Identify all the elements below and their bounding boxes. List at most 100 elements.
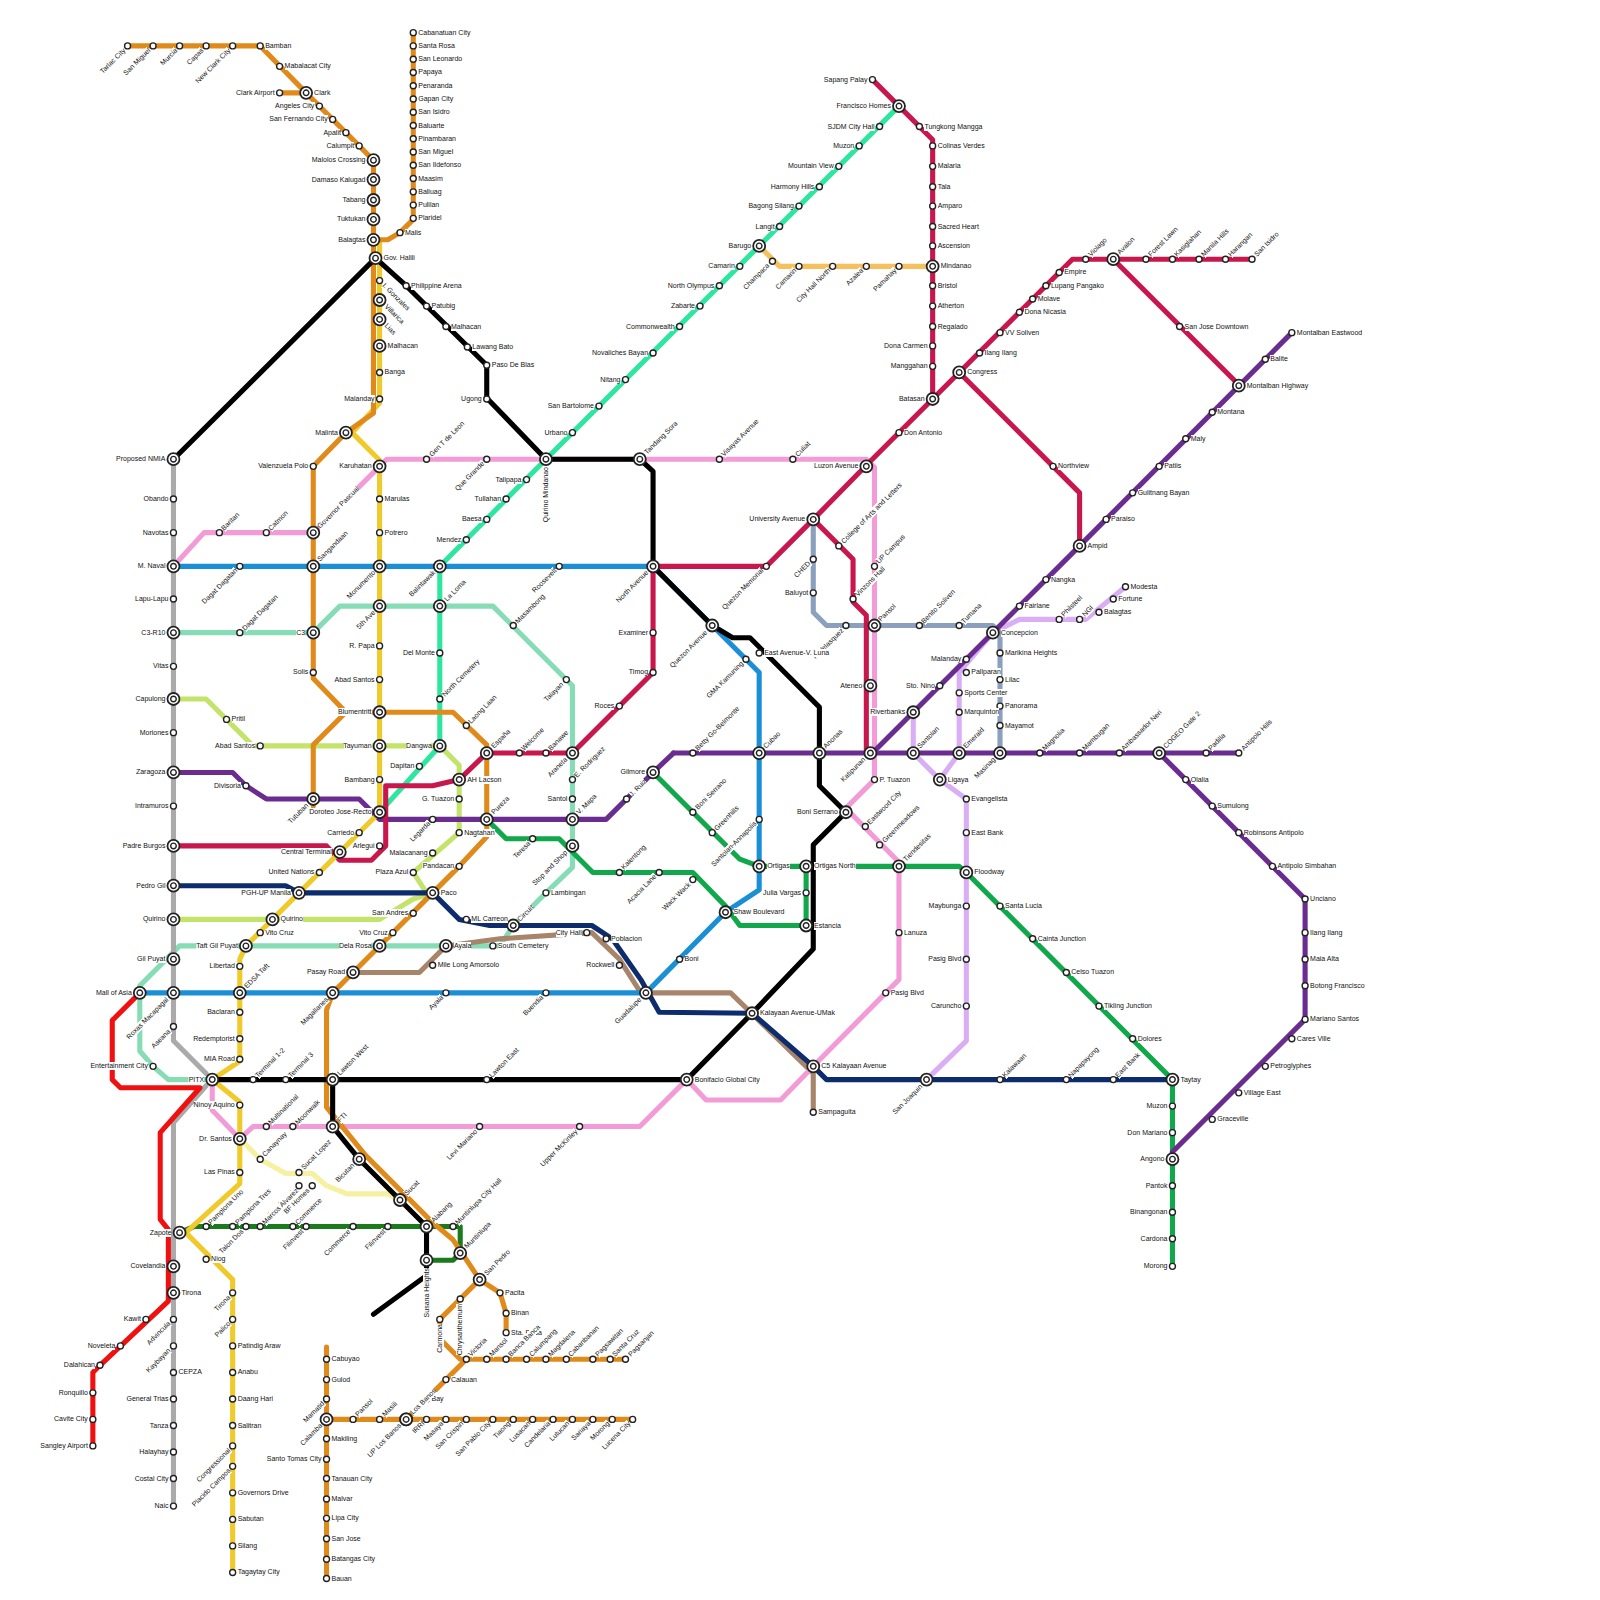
station-label: Lawton East — [484, 1046, 520, 1082]
station-label: Dr. Santos — [199, 1135, 240, 1143]
station-label: Entertainment City — [90, 1062, 153, 1070]
station-label: Gov. Halili — [376, 254, 415, 262]
station-label: Vito Cruz — [260, 929, 294, 937]
station-label: Kalawaan — [997, 1051, 1028, 1082]
station-label: Alabang — [424, 1200, 453, 1229]
station-label: Batangas City — [327, 1555, 376, 1563]
station-label: Julia Vargas — [763, 889, 806, 897]
station-label: Mountain View — [788, 162, 839, 170]
station-label: Navotas — [143, 529, 174, 537]
station-label: Sumulong — [1212, 802, 1249, 810]
rail-line — [128, 46, 507, 1333]
station-label: Taytay — [1172, 1076, 1200, 1084]
station-label: Sucat — [397, 1179, 421, 1203]
station-label: GMA Kamuning — [705, 656, 749, 700]
rail-line — [1159, 753, 1305, 1152]
station-label: Betty Go-Belmonte — [690, 705, 741, 756]
station-label: Mambugan — [1077, 722, 1111, 756]
station-label: Las Pinas — [204, 1168, 240, 1176]
rail-line — [173, 886, 1172, 1080]
station-label: Quirino — [143, 915, 174, 923]
station-label: Dona Carmen — [884, 342, 933, 350]
station-label: Binan — [506, 1309, 529, 1317]
station-label: Apalit — [323, 129, 346, 137]
station-label: Batasan — [899, 395, 933, 403]
station-label: Pasay Road — [307, 968, 353, 976]
station-label: Cares Ville — [1292, 1035, 1331, 1043]
station-label: EDSA Taft — [237, 962, 271, 996]
station-label: Paco — [433, 889, 457, 897]
station-label: Greenhills — [709, 804, 740, 835]
station-label: Ayala — [446, 942, 471, 950]
station-label: Pantok — [1146, 1182, 1173, 1190]
station-label: Abad Santos — [334, 676, 379, 684]
station-label: Riverbanks — [870, 708, 913, 716]
station-label: Benito Soliven — [917, 587, 958, 628]
station-label: Aseana — [150, 1024, 176, 1050]
station-label: Ligaya — [940, 776, 969, 784]
station-label: Gen T de Leon — [424, 420, 466, 462]
station-label: Quirino — [272, 915, 303, 923]
station-label: Calamba — [298, 1417, 329, 1448]
station-label: Que Grande — [453, 456, 489, 492]
station-label: J. Ruiz — [624, 777, 648, 801]
station-label: Advincula — [146, 1317, 177, 1348]
station-label: Tungkong Mangga — [919, 123, 982, 131]
station-label: Sucat Lopez — [296, 1139, 333, 1176]
station-label: Lawton West — [330, 1043, 370, 1083]
station-label: Dela Rosa — [339, 942, 380, 950]
station-label: Ninoy Aquino — [194, 1101, 240, 1109]
station-label: North Olympus — [668, 282, 720, 290]
station-label: FTI — [330, 1111, 349, 1130]
station-label: Santa Lucia — [1000, 902, 1042, 910]
station-label: Nitang — [600, 376, 625, 384]
station-label: Malolos Crossing — [312, 156, 374, 164]
station-label: R. Papa — [349, 642, 379, 650]
station-label: Floodway — [966, 868, 1004, 876]
station-label: Estancia — [806, 922, 841, 930]
station-label: General Trias — [126, 1395, 173, 1403]
station-label: South Cemetery — [493, 942, 549, 950]
station-label: CHED — [793, 556, 816, 579]
station-label: Canaynay — [257, 1131, 288, 1162]
station-label: Don Antonio — [899, 429, 942, 437]
station-label: Intramuros — [135, 802, 173, 810]
station-label: Carriedo — [327, 829, 359, 837]
station-label: V. Mapa — [570, 793, 599, 822]
station-label: Ortigas — [759, 862, 790, 870]
station-label: CEPZA — [173, 1368, 201, 1376]
station-label: Baluarte — [413, 122, 444, 130]
station-label: Ilang Ilang — [980, 349, 1017, 357]
station-label: C3-R10 — [141, 629, 173, 637]
station-label: Taft Gil Puyat — [196, 942, 246, 950]
station-label: Don Mariano — [1127, 1129, 1172, 1137]
rail-line — [186, 1080, 240, 1573]
station-label: Talayan — [543, 677, 569, 703]
station-label: Clark Airport — [236, 89, 280, 97]
rail-line — [173, 258, 845, 1079]
station-label: SJDM City Hall — [828, 123, 880, 131]
station-label: Azalea — [845, 263, 869, 287]
station-label: Pinambaran — [413, 135, 456, 143]
station-label: University Avenue — [749, 515, 813, 523]
rail-line — [653, 772, 1172, 1266]
station-label: Cainta Junction — [1033, 935, 1086, 943]
station-label: Bicutan — [334, 1156, 362, 1184]
rail-line — [93, 993, 200, 1446]
station-label: Quezon Avenue — [669, 623, 715, 669]
station-label: Pallparan — [966, 668, 1001, 676]
station-label: Vito Cruz — [359, 929, 393, 937]
station-label: Congress — [959, 368, 997, 376]
station-label: Paso De Blas — [487, 361, 534, 369]
station-label: Circuit — [510, 903, 535, 928]
station-label: East Bank — [966, 829, 1003, 837]
station-label: Empire — [1059, 268, 1086, 276]
station-label: NGI — [1077, 604, 1095, 622]
station-label: Concepcion — [993, 629, 1038, 637]
station-label: Maasim — [413, 175, 443, 183]
station-label: Malacanang — [390, 849, 433, 857]
station-label: Redemptorist — [193, 1035, 240, 1043]
station-label: Gapan City — [413, 95, 453, 103]
station-label: Dangwa — [406, 742, 440, 750]
station-label: Solis — [293, 668, 313, 676]
